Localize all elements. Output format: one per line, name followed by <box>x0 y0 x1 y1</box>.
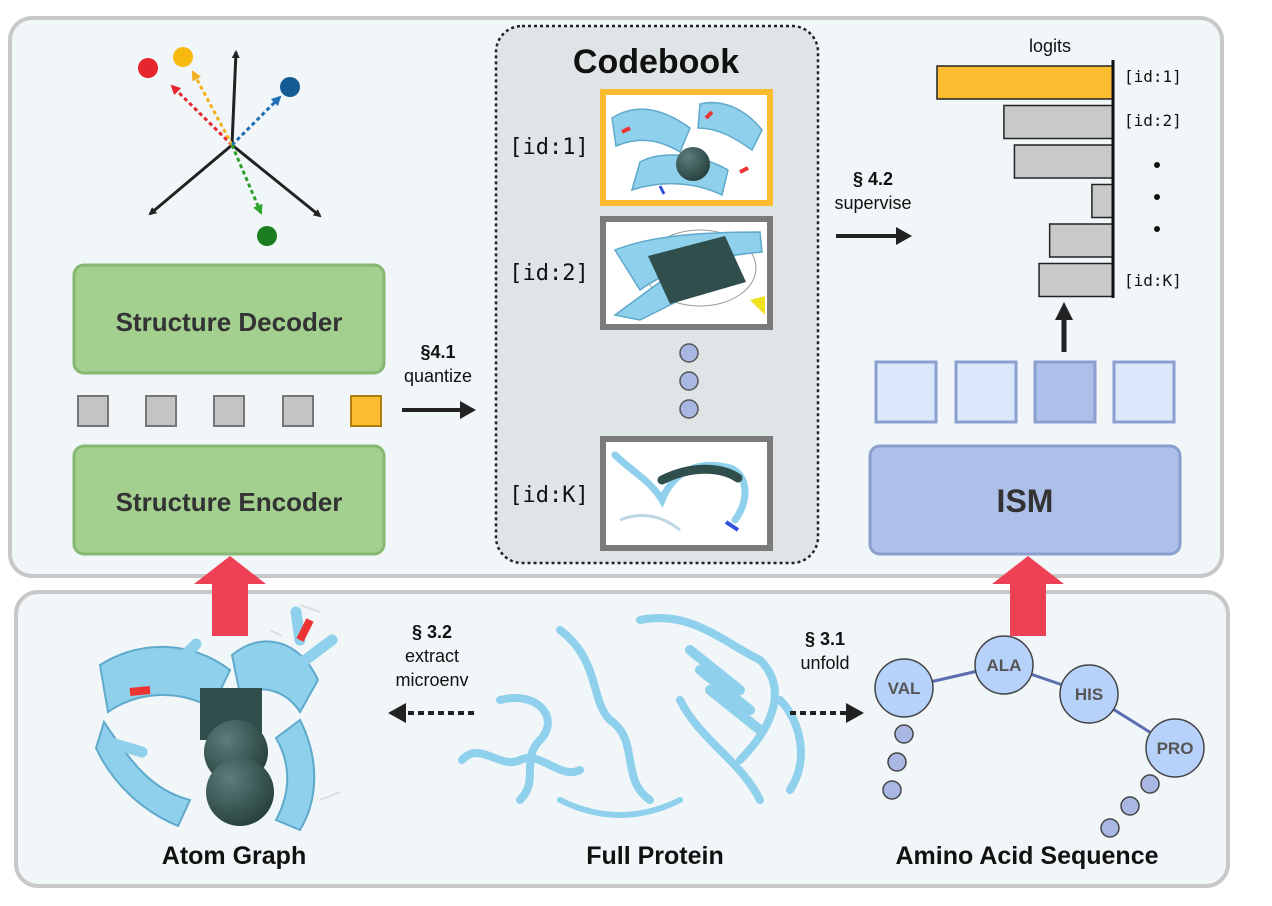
codebook-entry-image-2 <box>600 216 773 330</box>
extract-line2-label: microenv <box>395 670 468 690</box>
codebook-entry-image-1 <box>600 89 773 206</box>
logit-bar-2 <box>1003 104 1114 140</box>
codebook-entry-label-k: [id:K] <box>509 483 588 508</box>
supervise-section-label: § 4.2 <box>853 169 893 189</box>
logits-title: logits <box>1029 36 1071 56</box>
codebook-entry-image-k <box>600 436 773 551</box>
amino-acid-chain <box>874 635 1205 838</box>
structure-decoder-label: Structure Decoder <box>116 307 343 337</box>
extract-section-label: § 3.2 <box>412 622 452 642</box>
atom-graph-image <box>94 604 341 832</box>
amino-acid-his-label: HIS <box>1075 685 1103 704</box>
logits-bar-chart <box>936 65 1114 298</box>
atom-graph-label: Atom Graph <box>162 842 306 870</box>
structure-encoder-box <box>72 444 386 556</box>
logit-label-id-k: [id:K] <box>1124 271 1182 290</box>
logit-bar-6 <box>1038 262 1114 298</box>
structure-encoder-label: Structure Encoder <box>116 487 343 517</box>
amino-acid-sequence-label: Amino Acid Sequence <box>895 842 1158 870</box>
codebook-title: Codebook <box>573 43 739 81</box>
amino-acid-val-label: VAL <box>888 679 921 698</box>
codebook-entry-label-1: [id:1] <box>509 135 588 160</box>
logit-bar-3 <box>1013 144 1114 179</box>
ism-label: ISM <box>997 483 1054 519</box>
logit-label-id-2: [id:2] <box>1124 111 1182 130</box>
ism-output-tokens <box>874 360 1176 424</box>
full-protein-image <box>458 614 805 818</box>
ism-box <box>868 444 1182 556</box>
logit-bar-1 <box>936 65 1114 100</box>
sequence-to-ism-arrow <box>992 556 1064 636</box>
embedding-space-icon <box>138 47 322 246</box>
unfold-section-label: § 3.1 <box>805 629 845 649</box>
amino-acid-node-val <box>874 658 934 718</box>
logit-bar-4 <box>1091 183 1114 219</box>
structure-decoder-box <box>72 263 386 375</box>
codebook-ellipsis <box>679 343 699 419</box>
amino-acid-pro-label: PRO <box>1157 739 1194 758</box>
amino-acid-node-ala <box>974 635 1034 695</box>
supervise-action-label: supervise <box>834 193 911 213</box>
full-protein-label: Full Protein <box>586 842 724 870</box>
logit-label-id-1: [id:1] <box>1124 67 1182 86</box>
extract-line1-label: extract <box>405 646 459 666</box>
quantize-section-label: §4.1 <box>420 342 455 362</box>
codebook-entry-label-2: [id:2] <box>509 261 588 286</box>
amino-acid-ala-label: ALA <box>987 656 1022 675</box>
amino-acid-node-pro <box>1145 718 1205 778</box>
logits-ellipsis <box>1154 162 1160 232</box>
unfold-action-label: unfold <box>800 653 849 673</box>
amino-acid-node-his <box>1059 664 1119 724</box>
logit-bar-5 <box>1048 223 1114 258</box>
quantize-action-label: quantize <box>404 366 472 386</box>
latent-tokens <box>77 395 382 427</box>
atom-graph-to-encoder-arrow <box>194 556 266 636</box>
